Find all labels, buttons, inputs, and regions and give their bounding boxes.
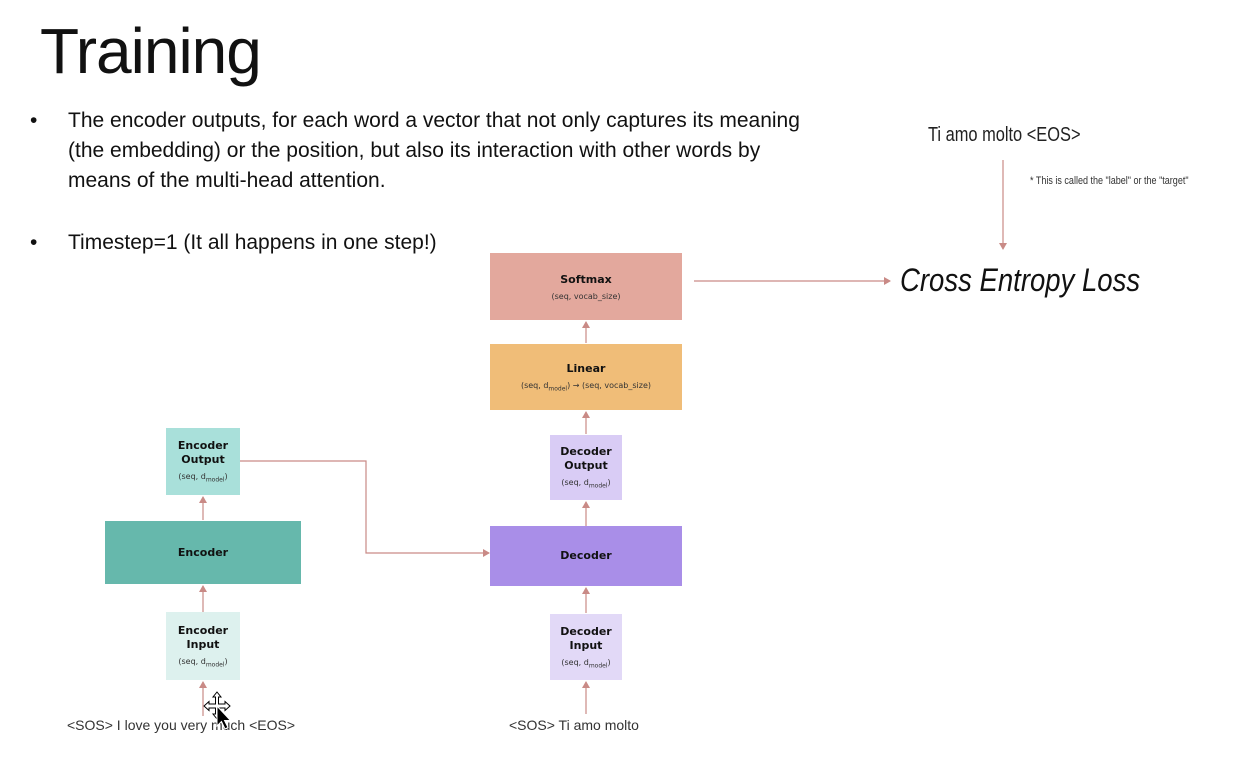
decoder-block: Decoder — [490, 526, 682, 586]
encoder-output-label: Encoder Output — [177, 439, 229, 467]
decoder-label: Decoder — [560, 549, 612, 562]
encoder-input-block: Encoder Input (seq, dmodel) — [166, 612, 240, 680]
encoder-block: Encoder — [105, 521, 301, 584]
bullet-text: The encoder outputs, for each word a vec… — [68, 109, 800, 192]
encoder-input-dims: (seq, dmodel) — [178, 656, 228, 669]
decoder-output-block: Decoder Output (seq, dmodel) — [550, 435, 622, 500]
bullet-dot: • — [30, 231, 38, 254]
decoder-input-sentence: <SOS> Ti amo molto — [509, 717, 639, 733]
softmax-block: Softmax (seq, vocab_size) — [490, 253, 682, 320]
bullet-dot: • — [30, 109, 38, 132]
bullet-text: Timestep=1 (It all happens in one step!) — [68, 231, 437, 254]
encoder-output-dims: (seq, dmodel) — [178, 472, 228, 484]
linear-label: Linear — [566, 361, 606, 375]
decoder-input-label: Decoder Input — [560, 624, 612, 652]
linear-block: Linear (seq, dmodel) → (seq, vocab_size) — [490, 344, 682, 410]
encoder-label: Encoder — [177, 545, 229, 559]
decoder-output-label: Decoder Output — [560, 445, 612, 473]
decoder-input-block: Decoder Input (seq, dmodel) — [550, 614, 622, 680]
move-cursor-icon — [203, 691, 232, 730]
encoder-output-block: Encoder Output (seq, dmodel) — [166, 428, 240, 495]
cross-entropy-loss-label: Cross Entropy Loss — [900, 262, 1141, 298]
target-sentence: Ti amo molto <EOS> — [928, 124, 1081, 146]
target-note: * This is called the "label" or the "tar… — [1030, 175, 1189, 187]
arrow-encoder-output-to-decoder — [240, 460, 490, 557]
decoder-input-dims: (seq, dmodel) — [561, 657, 611, 670]
softmax-dims: (seq, vocab_size) — [551, 291, 621, 301]
slide-title: Training — [40, 15, 262, 87]
linear-dims: (seq, dmodel) → (seq, vocab_size) — [520, 380, 652, 393]
softmax-label: Softmax — [560, 272, 612, 286]
encoder-input-sentence: <SOS> I love you very much <EOS> — [67, 717, 295, 733]
encoder-input-label: Encoder Input — [177, 623, 229, 651]
decoder-output-dims: (seq, dmodel) — [561, 478, 611, 490]
